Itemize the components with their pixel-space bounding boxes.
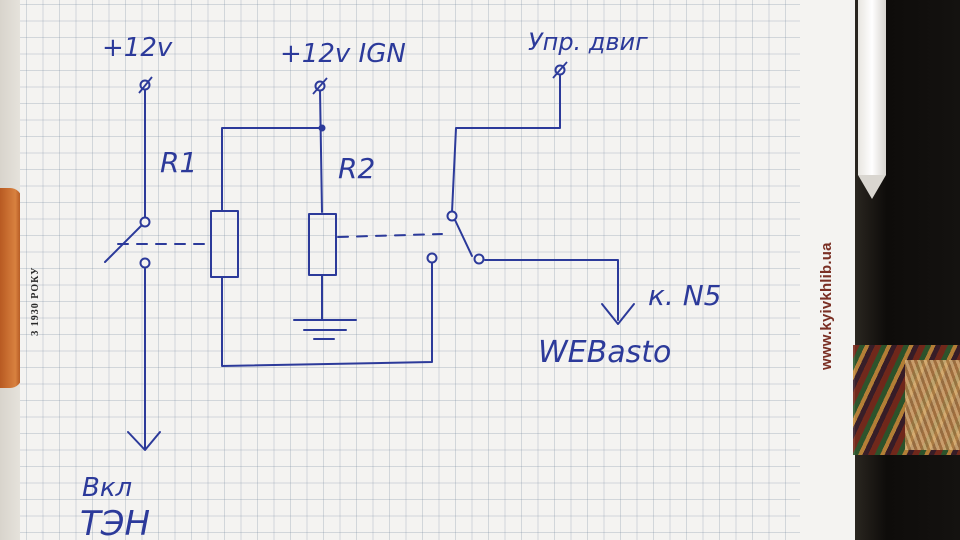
wire-loop-bottom <box>221 261 433 367</box>
relay1-pivot <box>139 216 151 228</box>
paper-margin <box>800 0 860 540</box>
relay2-pivot <box>446 210 458 222</box>
wire-loop-top <box>221 127 321 211</box>
label-r1: R1 <box>160 146 197 179</box>
label-webasto: WEBasto <box>538 335 671 370</box>
resistor-r1-body <box>210 210 239 278</box>
pencil <box>858 0 886 175</box>
relay2-switch-blade <box>454 219 473 257</box>
wire-engine-control <box>451 71 561 213</box>
label-supply: +12v <box>102 33 173 63</box>
terminal-ign-slash <box>312 77 328 95</box>
label-output-n5: к. N5 <box>648 279 721 312</box>
wire-webasto <box>484 259 619 321</box>
ground-symbol <box>293 319 357 340</box>
label-ignition: +12v IGN <box>280 39 406 69</box>
relay2-contact-no <box>473 253 485 265</box>
arrow-heater <box>127 431 161 451</box>
label-heater: ТЭН <box>80 504 150 540</box>
relay1-contact <box>139 257 151 269</box>
arrow-webasto <box>601 303 635 325</box>
relay2-dashed-link <box>337 233 443 238</box>
label-heater-on: Вкл <box>82 473 132 503</box>
label-r2: R2 <box>338 152 375 185</box>
wire-ign <box>319 89 323 213</box>
resistor-r2-body <box>308 213 337 276</box>
relay1-switch-blade <box>104 221 146 263</box>
folder-tab <box>0 188 22 388</box>
background-straw <box>905 360 960 450</box>
label-engine-control: Упр. двиг <box>528 28 648 56</box>
pencil-tip <box>858 175 886 199</box>
relay2-contact-nc <box>426 252 438 264</box>
junction-node <box>318 124 326 132</box>
terminal-supply-slash <box>138 76 153 94</box>
terminal-engine-slash <box>552 61 568 79</box>
graph-paper <box>20 0 860 540</box>
